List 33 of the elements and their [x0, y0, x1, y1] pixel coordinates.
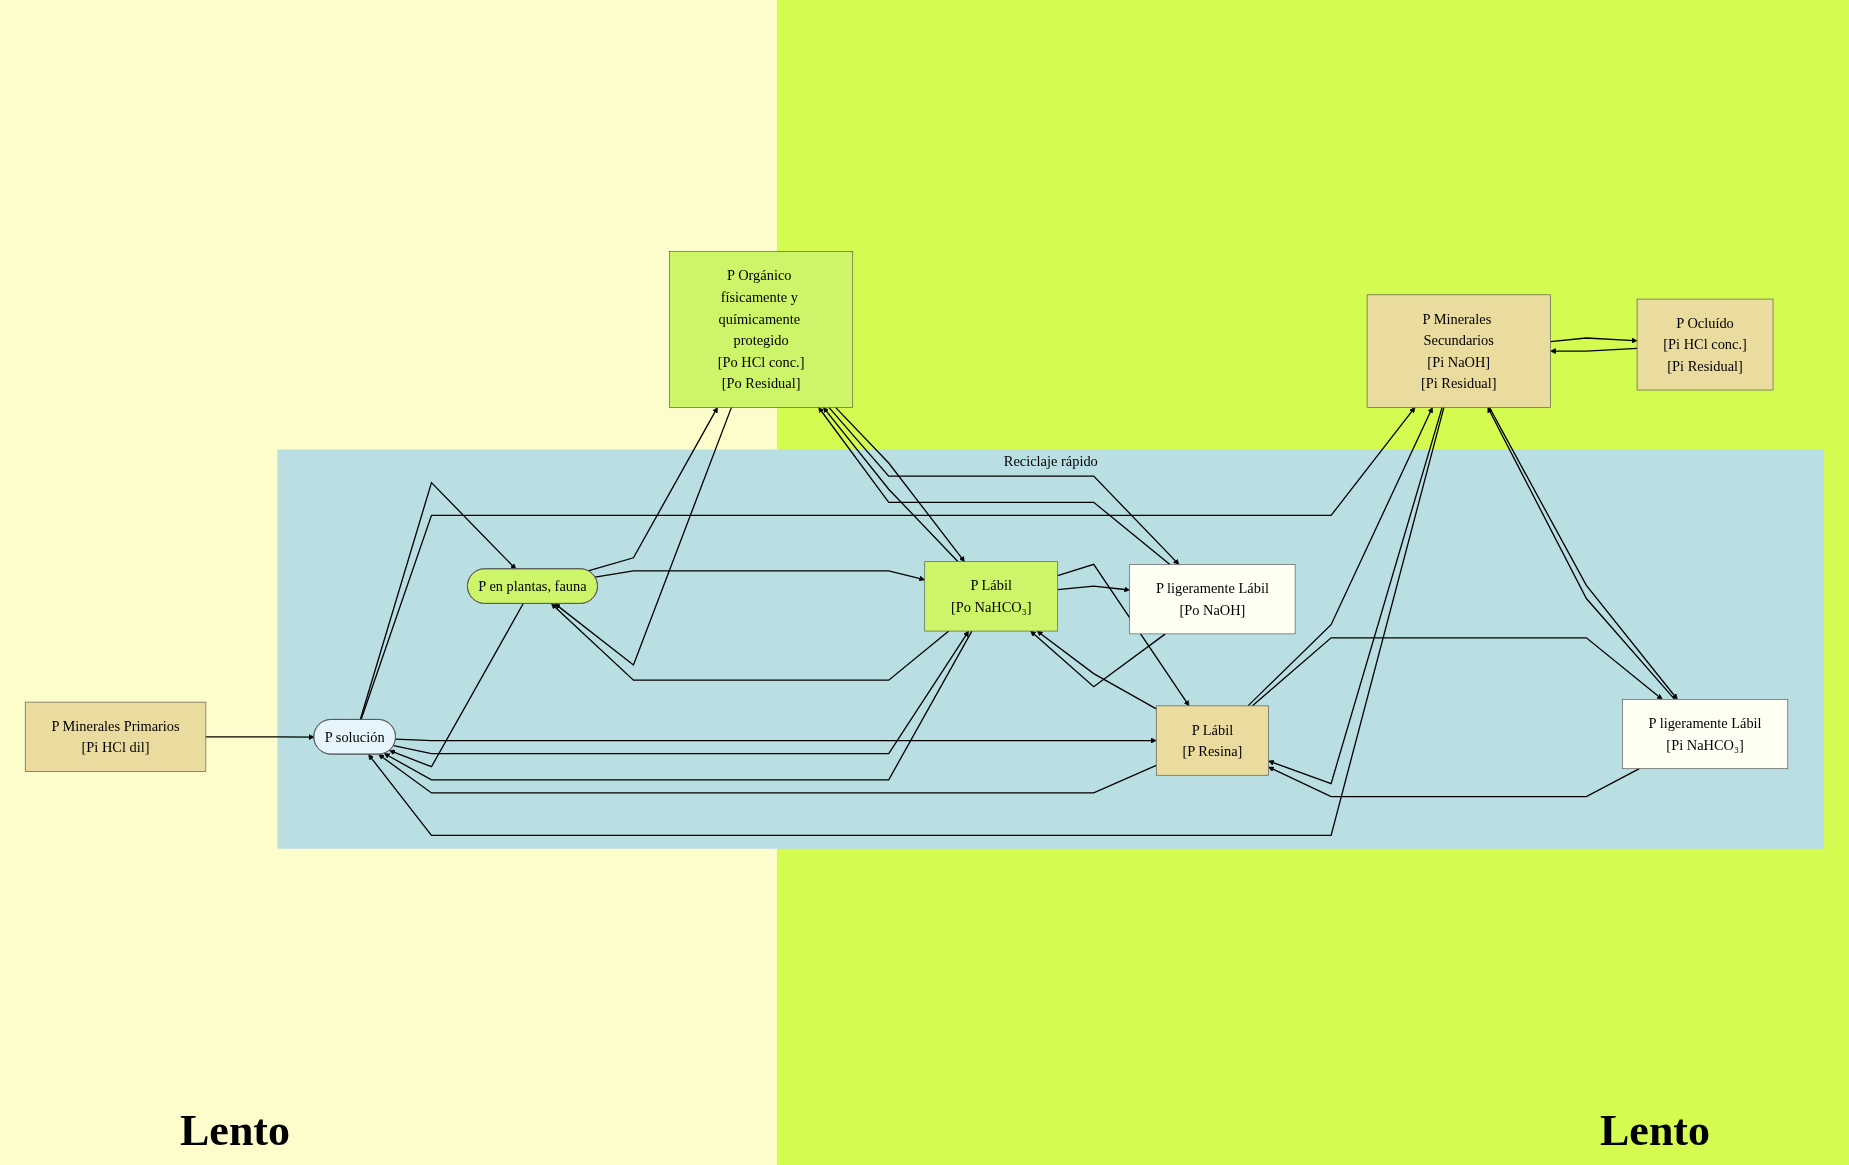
- arrow: [1057, 585, 1130, 593]
- arrow: [1247, 407, 1433, 707]
- arrow: [1549, 337, 1638, 344]
- node-box: P Lábil [P Resina]: [1155, 705, 1269, 776]
- arrow: [378, 754, 1157, 794]
- arrow: [587, 407, 718, 572]
- arrow: [383, 630, 973, 781]
- arrow: [205, 734, 315, 740]
- arrow: [1268, 406, 1443, 785]
- node-box: P ligeramente Lábil [Pi NaHCO₃]: [1622, 699, 1789, 770]
- arrow: [1037, 630, 1157, 710]
- region-label: Lento: [180, 1105, 290, 1156]
- node-box: P ligeramente Lábil [Po NaOH]: [1129, 564, 1296, 635]
- region-label: Lento: [1600, 1105, 1710, 1156]
- arrow: [395, 737, 1157, 744]
- arrow: [359, 481, 517, 721]
- node-box: P Minerales Primarios [Pi HCl dil]: [24, 701, 207, 772]
- arrow: [368, 406, 1445, 836]
- node-box: P Minerales Secundarios [Pi NaOH] [Pi Residual]: [1366, 294, 1551, 408]
- arrow: [594, 570, 925, 582]
- arrow: [551, 603, 950, 681]
- node-box: P Orgánico físicamente y químicamente protegido [Po HCl conc.] [Po Residual]: [669, 251, 854, 408]
- arrow: [1550, 347, 1638, 354]
- arrow: [389, 603, 524, 768]
- arrow: [1268, 766, 1641, 798]
- arrow: [1251, 637, 1663, 707]
- arrow: [1057, 563, 1190, 707]
- arrow: [1030, 630, 1167, 688]
- arrow: [360, 407, 1416, 721]
- node-box: P Ocluído [Pi HCl conc.] [Pi Residual]: [1636, 298, 1774, 391]
- arrow: [554, 406, 733, 666]
- node-box: P Lábil [Po NaHCO₃]: [924, 561, 1059, 632]
- arrow: [392, 630, 969, 755]
